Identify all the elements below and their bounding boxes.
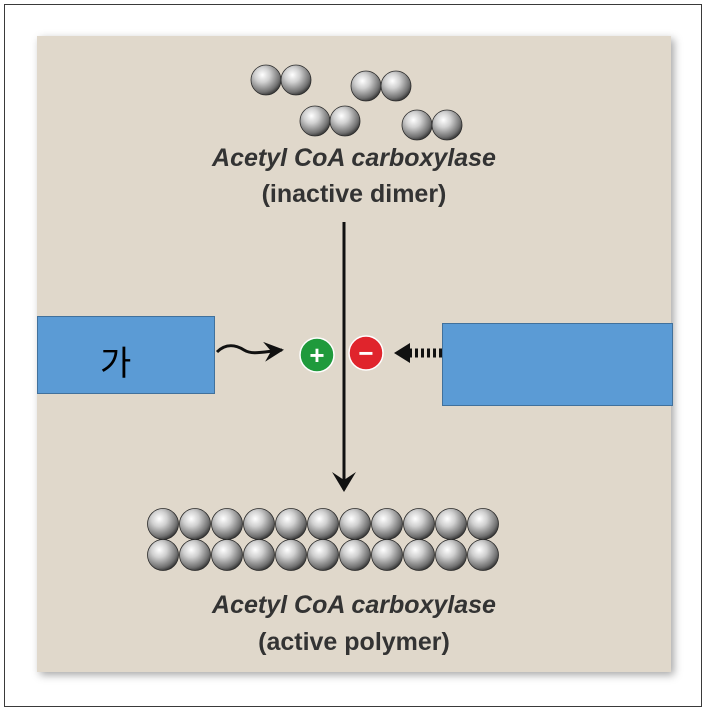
- polymer-sphere: [467, 539, 499, 571]
- polymer-sphere: [307, 539, 339, 571]
- inhibitor-arrowhead: [394, 343, 410, 363]
- dimer-sphere: [350, 70, 382, 102]
- dimer-sphere: [329, 105, 361, 137]
- plus-circle-icon: +: [299, 337, 335, 373]
- polymer-sphere: [435, 539, 467, 571]
- activator-box-text: 가: [100, 344, 132, 384]
- activator-box: 가: [37, 316, 215, 394]
- bottom-enzyme-subtitle: (active polymer): [258, 628, 450, 656]
- polymer-sphere: [179, 508, 211, 540]
- polymer-sphere: [435, 508, 467, 540]
- polymer-sphere: [147, 539, 179, 571]
- active-polymer: [147, 508, 499, 571]
- dimer-sphere: [401, 109, 433, 141]
- bottom-enzyme-title: Acetyl CoA carboxylase: [212, 591, 496, 619]
- polymer-sphere: [243, 539, 275, 571]
- polymer-sphere: [243, 508, 275, 540]
- polymer-sphere: [275, 539, 307, 571]
- minus-circle-icon: −: [348, 335, 384, 371]
- polymer-sphere: [371, 508, 403, 540]
- polymer-sphere: [403, 539, 435, 571]
- activator-symbol: +: [309, 340, 324, 370]
- polymer-sphere: [371, 539, 403, 571]
- dimer-sphere: [299, 105, 331, 137]
- dimer-sphere: [380, 70, 412, 102]
- polymer-sphere: [339, 508, 371, 540]
- polymer-sphere: [275, 508, 307, 540]
- top-enzyme-title: Acetyl CoA carboxylase: [212, 144, 496, 172]
- top-enzyme-subtitle: (inactive dimer): [261, 180, 447, 208]
- dimer-sphere: [431, 109, 463, 141]
- polymer-sphere: [211, 539, 243, 571]
- dimer-sphere: [250, 64, 282, 96]
- activator-arrow: [215, 341, 284, 362]
- polymer-sphere: [211, 508, 243, 540]
- polymer-sphere: [147, 508, 179, 540]
- inhibitor-box: [442, 323, 673, 406]
- polymer-sphere: [403, 508, 435, 540]
- dimer-sphere: [280, 64, 312, 96]
- polymer-sphere: [307, 508, 339, 540]
- polymer-sphere: [179, 539, 211, 571]
- inhibitor-symbol: −: [358, 338, 373, 368]
- polymer-sphere: [467, 508, 499, 540]
- inactive-dimers: [250, 64, 463, 141]
- polymer-sphere: [339, 539, 371, 571]
